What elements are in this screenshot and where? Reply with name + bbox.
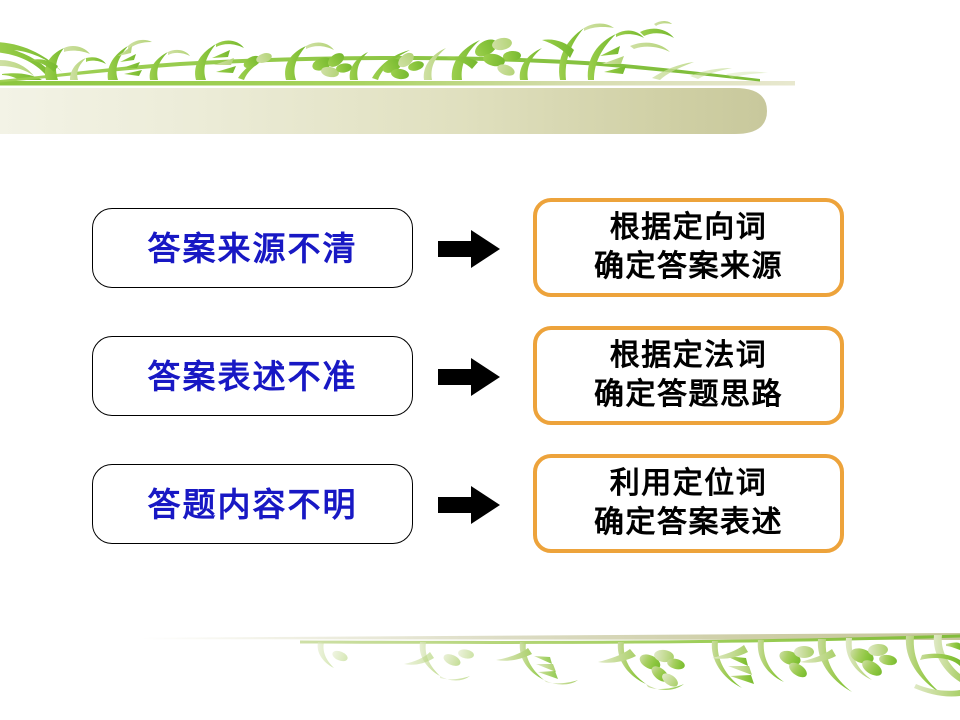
flower-e xyxy=(779,646,814,678)
arrow-right-icon xyxy=(438,358,500,396)
solution-line-2: 确定答案来源 xyxy=(594,248,783,284)
flower-f xyxy=(850,643,897,676)
arrow-right-icon xyxy=(438,230,500,268)
fern-a xyxy=(600,46,626,74)
solution-box[interactable]: 根据定向词 确定答案来源 xyxy=(533,198,844,297)
flower-c xyxy=(475,37,521,76)
khaki-header-band xyxy=(0,85,767,134)
solution-line-1: 根据定法词 xyxy=(609,338,768,374)
footer-decoration xyxy=(0,600,960,720)
problem-box[interactable]: 答题内容不明 xyxy=(92,464,413,544)
problem-box[interactable]: 答案表述不准 xyxy=(92,336,413,416)
solution-line-2: 确定答案表述 xyxy=(594,504,783,540)
problem-box[interactable]: 答案来源不清 xyxy=(92,208,413,288)
solution-line-1: 根据定向词 xyxy=(609,210,768,246)
footer-rule xyxy=(140,633,960,640)
flower-a xyxy=(312,53,352,78)
flow-row: 答案来源不清 根据定向词 确定答案来源 xyxy=(0,182,960,297)
problem-label: 答题内容不明 xyxy=(147,484,358,524)
solution-box[interactable]: 根据定法词 确定答题思路 xyxy=(533,326,844,425)
flow-diagram: 答案来源不清 根据定向词 确定答案来源 答案表述不准 xyxy=(0,170,960,560)
green-baseline xyxy=(0,81,795,86)
problem-label: 答案来源不清 xyxy=(147,228,358,268)
header-decoration xyxy=(0,0,960,140)
green-floral-vine-footer xyxy=(300,634,960,697)
flow-row: 答题内容不明 利用定位词 确定答案表述 xyxy=(0,438,960,553)
flow-row: 答案表述不准 根据定法词 确定答题思路 xyxy=(0,310,960,425)
flower-b xyxy=(382,52,424,80)
green-floral-vine-header xyxy=(0,21,768,83)
solution-box[interactable]: 利用定位词 确定答案表述 xyxy=(533,454,844,553)
solution-line-2: 确定答题思路 xyxy=(594,376,783,412)
solution-line-1: 利用定位词 xyxy=(609,466,768,502)
fern-b xyxy=(726,656,754,684)
arrow-right-icon xyxy=(438,486,500,524)
flower-d xyxy=(639,649,685,687)
problem-label: 答案表述不准 xyxy=(147,356,358,396)
